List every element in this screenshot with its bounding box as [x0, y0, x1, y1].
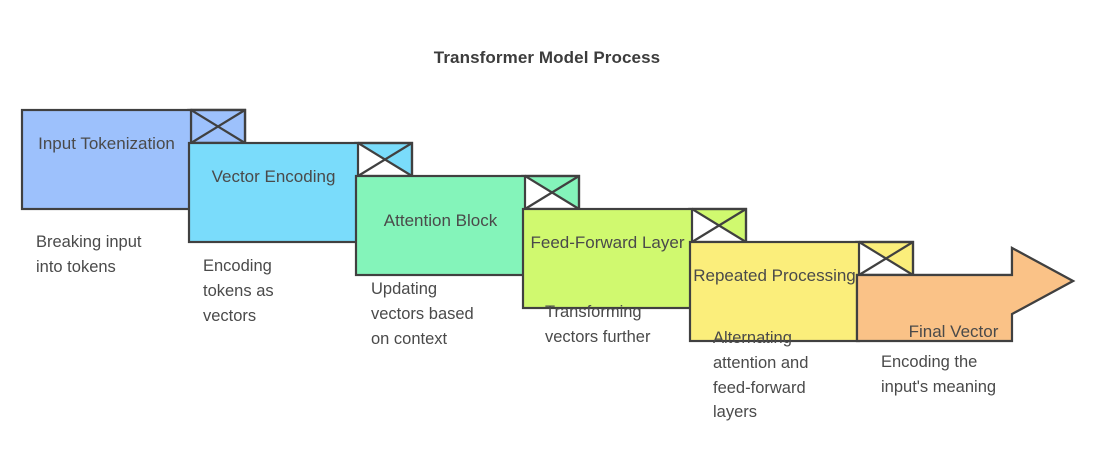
step-shape-vector-encoding[interactable] [187, 141, 414, 244]
step-body-1 [20, 108, 193, 211]
step-shape-feed-forward-layer[interactable] [521, 207, 748, 310]
step-caption-final-vector: Encoding the input's meaning [881, 353, 997, 396]
final-arrow-shape [855, 246, 1076, 343]
step-shape-final-vector[interactable] [855, 246, 1076, 343]
step-fold-diagonal-3 [524, 175, 580, 210]
step-fold-diagonal-1 [190, 109, 246, 144]
step-body-3 [354, 174, 527, 277]
step-fold-diagonal-5 [858, 241, 914, 276]
step-body-2 [187, 141, 360, 244]
step-caption-attention-block: Updating vectors based on context [371, 280, 474, 348]
step-fold-diagonal-4 [691, 208, 747, 243]
step-caption-repeated-processing: Alternating attention and feed-forward l… [713, 329, 809, 422]
step-shape-attention-block[interactable] [354, 174, 581, 277]
step-body-4 [521, 207, 694, 310]
step-fold-diagonal-2 [357, 142, 413, 177]
step-caption-feed-forward-layer: Transforming vectors further [545, 303, 651, 346]
diagram-title: Transformer Model Process [433, 48, 661, 67]
step-caption-vector-encoding: Encoding tokens as vectors [203, 257, 274, 325]
step-caption-input-tokenization: Breaking input into tokens [36, 233, 142, 276]
